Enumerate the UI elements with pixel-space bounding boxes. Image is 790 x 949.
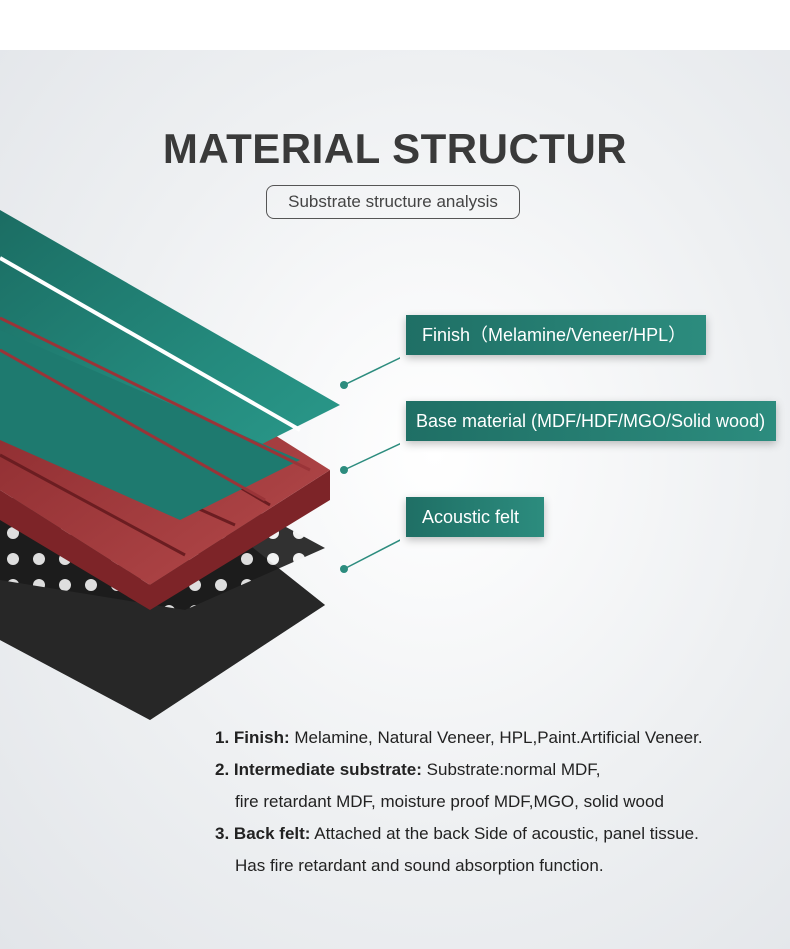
note-text: Substrate:normal MDF, bbox=[421, 760, 601, 779]
leader-dot-base bbox=[340, 466, 348, 474]
label-finish: Finish（Melamine/Veneer/HPL） bbox=[406, 315, 706, 355]
note-item: 2. Intermediate substrate: Substrate:nor… bbox=[215, 754, 775, 786]
note-text: Attached at the back Side of acoustic, p… bbox=[310, 824, 699, 843]
label-acoustic-felt: Acoustic felt bbox=[406, 497, 544, 537]
subtitle-badge: Substrate structure analysis bbox=[266, 185, 520, 219]
leader-dot-felt bbox=[340, 565, 348, 573]
note-number: 1. bbox=[215, 728, 230, 747]
board-groove bbox=[0, 453, 186, 557]
finish-edge-red bbox=[0, 316, 311, 472]
note-item: 1. Finish: Melamine, Natural Veneer, HPL… bbox=[215, 722, 775, 754]
note-key: Intermediate substrate: bbox=[233, 760, 422, 779]
base-board-side bbox=[0, 470, 330, 610]
note-number: 3. bbox=[215, 824, 230, 843]
note-key: Finish: bbox=[233, 728, 290, 747]
label-base-material: Base material (MDF/HDF/MGO/Solid wood) bbox=[406, 401, 776, 441]
leader-line-felt bbox=[343, 539, 400, 570]
leader-line-finish bbox=[343, 357, 400, 386]
note-key: Back felt: bbox=[233, 824, 311, 843]
finish-layer-lower bbox=[0, 330, 300, 520]
leader-dot-finish bbox=[340, 381, 348, 389]
note-continuation: Has fire retardant and sound absorption … bbox=[235, 856, 604, 875]
note-continuation: fire retardant MDF, moisture proof MDF,M… bbox=[235, 792, 664, 811]
note-number: 2. bbox=[215, 760, 230, 779]
finish-edge-red bbox=[0, 348, 266, 502]
leader-line-base bbox=[343, 442, 400, 471]
finish-edge-highlight bbox=[0, 256, 301, 432]
note-text: Melamine, Natural Veneer, HPL,Paint.Arti… bbox=[289, 728, 703, 747]
note-item: 3. Back felt: Attached at the back Side … bbox=[215, 818, 775, 850]
page-title: MATERIAL STRUCTUR bbox=[162, 125, 628, 172]
layer-structure-illustration bbox=[0, 210, 400, 720]
structure-notes: 1. Finish: Melamine, Natural Veneer, HPL… bbox=[215, 722, 775, 882]
